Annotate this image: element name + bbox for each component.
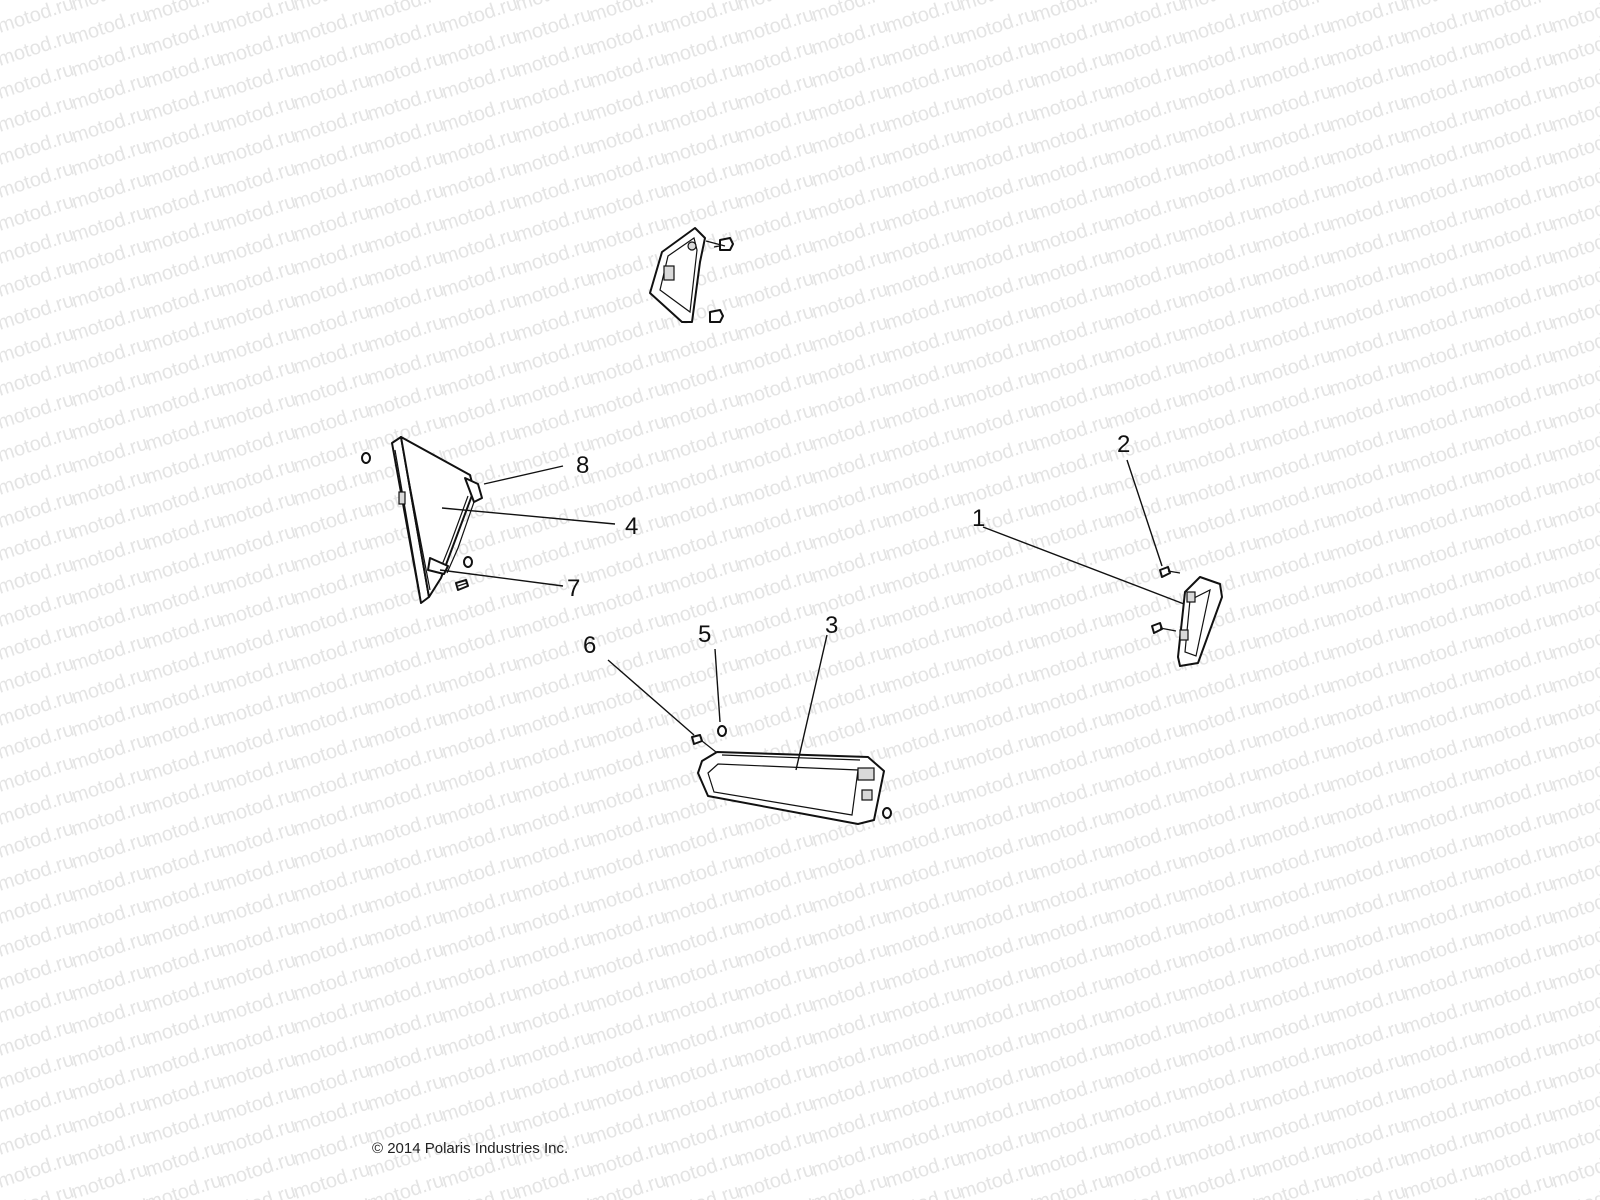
callout-7: 7 [567, 575, 580, 602]
copyright-notice: © 2014 Polaris Industries Inc. [372, 1140, 569, 1157]
callout-4: 4 [625, 513, 638, 540]
nut [463, 556, 473, 568]
nut [882, 807, 892, 819]
watermark-text: motod.ru [1549, 0, 1600, 38]
callout-1: 1 [972, 505, 985, 532]
callout-6: 6 [583, 632, 596, 659]
callout-5: 5 [698, 621, 711, 648]
callout-2: 2 [1117, 431, 1130, 458]
callout-3: 3 [825, 612, 838, 639]
nut [361, 452, 371, 464]
callout-8: 8 [576, 452, 589, 479]
nut [717, 725, 727, 737]
